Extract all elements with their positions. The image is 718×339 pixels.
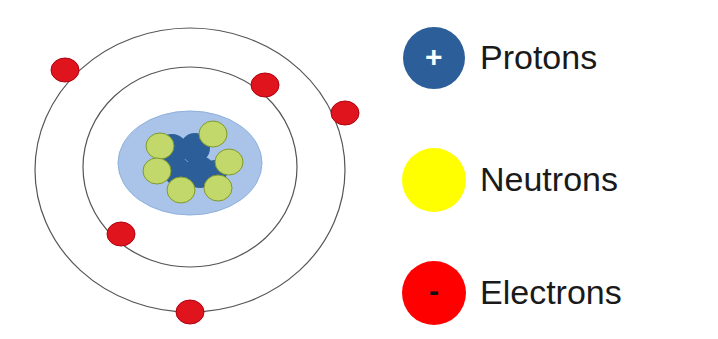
charge-sign: - (429, 276, 439, 306)
legend-label: Neutrons (480, 161, 618, 198)
electron-dots (51, 58, 359, 324)
charge-sign: + (425, 42, 443, 72)
outer-orbit (35, 28, 345, 312)
legend-swatch (402, 148, 466, 212)
nucleus-region (118, 111, 262, 215)
legend-label: Electrons (480, 274, 622, 311)
legend-label: Protons (480, 39, 597, 76)
inner-orbit (83, 67, 297, 267)
neutron-cluster (143, 121, 243, 203)
